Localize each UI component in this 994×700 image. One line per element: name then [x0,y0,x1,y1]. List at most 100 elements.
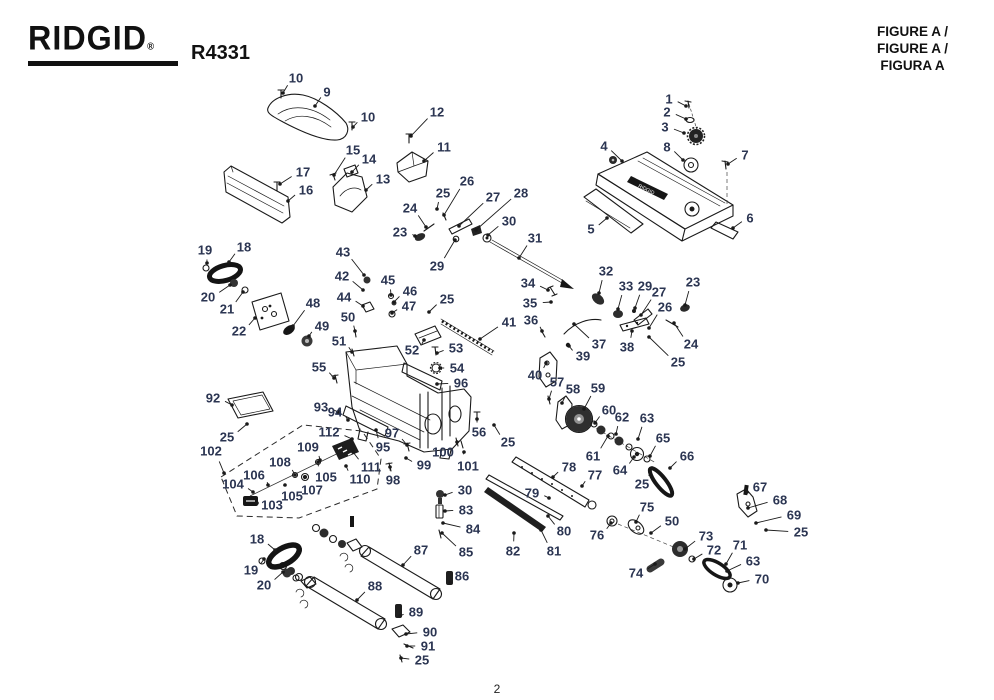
part-label-42: 42 [335,269,349,284]
leader-dot-69 [754,521,758,525]
part-label-18: 18 [237,240,251,255]
leader-line-90 [405,632,418,635]
leader-line-24 [673,322,684,337]
part-knobs-42-47 [351,276,397,357]
leader-dot-49 [307,334,311,338]
part-bed-rails-78-81 [484,456,597,532]
part-label-112: 112 [319,425,340,440]
leader-dot-1 [684,104,688,108]
leader-dot-3 [682,131,686,135]
leader-line-28 [475,198,512,231]
part-bracket-22 [251,292,290,331]
part-label-54: 54 [450,361,465,376]
part-label-60: 60 [602,403,616,418]
part-label-87: 87 [414,543,428,558]
ridgid-logo: RIDGID® [28,21,178,66]
part-label-31: 31 [528,231,542,246]
part-label-13: 13 [376,172,390,187]
leader-dot-31 [517,256,521,260]
leader-dot-81 [539,528,543,532]
registered-mark: ® [147,40,156,52]
part-label-43: 43 [336,245,350,260]
part-label-52: 52 [405,343,419,358]
leader-line-11 [423,152,434,162]
leader-line-27 [640,299,652,316]
part-washer-8 [683,157,699,173]
leader-dot-25 [245,422,249,426]
part-label-21: 21 [220,302,234,317]
leader-line-27 [458,202,484,227]
part-chute-11 [396,133,429,183]
part-hardware-cluster-23-30 [414,218,492,243]
leader-dot-73 [683,547,687,551]
leader-dot-66 [668,466,672,470]
leader-dot-63 [636,437,640,441]
part-label-15: 15 [346,143,360,158]
leader-dot-11 [422,159,426,163]
leader-dot-74 [653,562,657,566]
part-label-1: 1 [665,92,672,107]
leader-dot-95 [374,428,378,432]
leader-dot-52 [422,338,426,342]
part-screw-7 [721,160,729,205]
leader-dot-97 [405,443,409,447]
leader-dot-50 [353,329,357,333]
part-label-3: 3 [661,120,668,135]
part-label-49: 49 [315,319,329,334]
part-side-panel-16-17 [223,165,291,224]
part-label-53: 53 [449,341,463,356]
leader-line-69 [755,516,782,524]
leader-dot-35 [549,300,553,304]
part-label-19: 19 [198,243,212,258]
part-label-71: 71 [733,538,747,553]
leader-line-2 [675,114,687,120]
part-label-20: 20 [201,290,215,305]
leader-dot-54 [438,366,442,370]
part-label-36: 36 [524,313,538,328]
leader-dot-89 [398,614,402,618]
part-label-77: 77 [588,468,602,483]
part-label-81: 81 [547,544,561,559]
part-label-100: 100 [432,445,454,460]
leader-dot-32 [597,291,601,295]
part-label-72: 72 [707,543,721,558]
leader-line-85 [441,532,457,547]
leader-line-88 [356,591,366,601]
leader-dot-67 [745,490,749,494]
leader-line-37 [573,323,590,339]
leader-line-41 [479,326,499,340]
leader-dot-27 [639,313,643,317]
leader-line-43 [351,258,365,276]
leader-dot-26 [647,326,651,330]
leader-dot-88 [355,598,359,602]
leader-dot-2 [684,117,688,121]
part-label-59: 59 [591,381,605,396]
part-label-111: 111 [361,460,381,475]
part-label-28: 28 [514,186,528,201]
part-label-22: 22 [232,324,246,339]
part-label-29: 29 [430,259,444,274]
part-label-82: 82 [506,544,520,559]
leader-dot-77 [580,484,584,488]
leader-dot-42 [361,288,365,292]
leader-line-26 [443,188,461,216]
leader-dot-33 [616,307,620,311]
leader-line-26 [648,314,658,329]
leader-dot-25 [427,310,431,314]
leader-line-25 [648,336,669,357]
leader-dot-29 [453,238,457,242]
leader-dot-34 [546,288,550,292]
leader-dot-43 [362,273,366,277]
part-label-45: 45 [381,273,395,288]
part-label-83: 83 [459,503,473,518]
leader-dot-90 [404,632,408,636]
leader-dot-45 [389,293,393,297]
leader-dot-50 [649,531,653,535]
leader-dot-19 [205,261,209,265]
part-front-panel-5 [583,188,644,234]
part-hardware-cluster-32-39 [540,285,690,348]
leader-dot-59 [582,407,586,411]
leader-dot-70 [736,581,740,585]
